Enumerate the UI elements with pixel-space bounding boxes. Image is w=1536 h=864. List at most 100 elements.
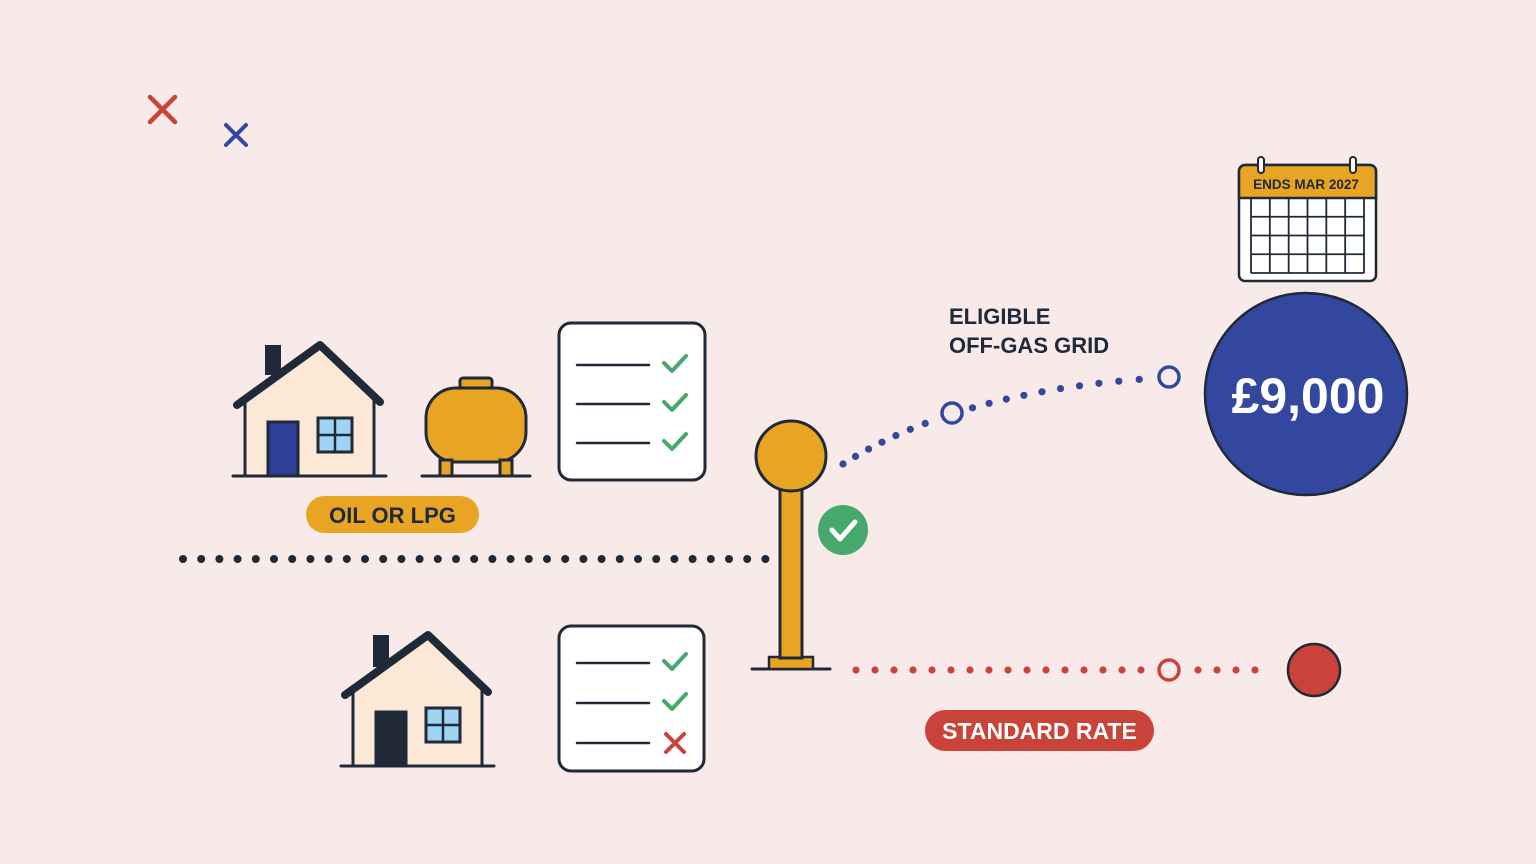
gate-post-icon bbox=[750, 419, 832, 671]
standard-rate-pill: STANDARD RATE bbox=[925, 710, 1154, 751]
fuel-type-label: OIL OR LPG bbox=[329, 503, 456, 528]
divider-dot bbox=[233, 555, 242, 563]
eligible-path-dot bbox=[906, 425, 914, 433]
divider-dot bbox=[415, 555, 424, 563]
divider-dot bbox=[561, 555, 570, 563]
fuel-tank-icon bbox=[420, 376, 532, 478]
standard-path-dot bbox=[890, 666, 898, 674]
divider-dot bbox=[179, 555, 187, 563]
eligible-path-dot bbox=[968, 404, 977, 412]
grant-amount-value: £9,000 bbox=[1232, 368, 1385, 424]
eligible-path-dot bbox=[892, 432, 900, 440]
standard-path-dot bbox=[985, 666, 993, 674]
check-icon bbox=[662, 652, 688, 671]
standard-rate-label: STANDARD RATE bbox=[942, 718, 1137, 744]
eligible-path-dot bbox=[1075, 382, 1084, 390]
divider-dot bbox=[324, 555, 333, 563]
divider-dot bbox=[470, 555, 479, 563]
standard-path-dot bbox=[1042, 666, 1050, 674]
eligible-path-dot bbox=[985, 399, 993, 407]
standard-path-dot bbox=[1213, 666, 1221, 674]
eligible-label-line1: ELIGIBLE bbox=[949, 304, 1050, 329]
house-icon bbox=[231, 341, 388, 478]
calendar-icon: ENDS MAR 2027 bbox=[1237, 156, 1378, 283]
standard-path-dot bbox=[1137, 666, 1145, 674]
eligible-path-dot bbox=[1002, 395, 1010, 403]
divider-dot bbox=[652, 555, 661, 563]
divider-dot bbox=[670, 555, 679, 563]
standard-path-dot bbox=[1023, 666, 1031, 674]
standard-path-dot bbox=[1232, 666, 1240, 674]
standard-rate-endpoint bbox=[1286, 642, 1342, 698]
eligible-path bbox=[839, 375, 1143, 468]
standard-path-dot bbox=[852, 666, 860, 674]
eligible-path-dot bbox=[865, 445, 873, 453]
divider-dot bbox=[761, 555, 770, 563]
checklist-row bbox=[575, 692, 688, 711]
house-icon bbox=[339, 631, 496, 768]
divider-dot bbox=[506, 555, 515, 563]
eligible-path-dot bbox=[1056, 385, 1065, 393]
eligible-path-dot bbox=[1020, 391, 1028, 399]
standard-path-dot bbox=[1194, 666, 1202, 674]
eligible-path-dot bbox=[1095, 379, 1103, 387]
decor-cross-red-icon bbox=[147, 94, 178, 125]
divider-dot bbox=[197, 555, 206, 563]
divider-dot bbox=[342, 555, 351, 563]
eligible-path-dot bbox=[921, 419, 929, 427]
standard-path-dot bbox=[871, 666, 879, 674]
divider-dot bbox=[706, 555, 715, 563]
checklist-card-top bbox=[557, 321, 707, 482]
grant-amount-badge: £9,000 bbox=[1203, 291, 1409, 497]
divider-dot bbox=[379, 555, 388, 563]
divider-dot bbox=[306, 555, 315, 563]
check-icon bbox=[662, 354, 688, 373]
standard-path-dot bbox=[909, 666, 917, 674]
standard-path-dot bbox=[966, 666, 974, 674]
eligible-label-line2: OFF-GAS GRID bbox=[949, 333, 1109, 358]
checklist-row bbox=[575, 652, 688, 671]
divider-dot bbox=[361, 555, 369, 563]
divider-dot bbox=[488, 555, 497, 563]
checklist-row bbox=[575, 354, 688, 373]
check-icon bbox=[662, 432, 688, 451]
eligible-path-dot bbox=[1115, 377, 1123, 385]
eligible-path-end-marker bbox=[1157, 365, 1181, 389]
eligible-path-dot bbox=[839, 460, 847, 468]
eligible-path-marker bbox=[940, 401, 964, 425]
divider-dot bbox=[433, 555, 442, 563]
fuel-type-pill: OIL OR LPG bbox=[306, 496, 479, 533]
divider-dot bbox=[251, 555, 260, 563]
checklist-row bbox=[575, 732, 686, 754]
divider-dot bbox=[615, 555, 624, 563]
standard-path-dot bbox=[1080, 666, 1088, 674]
check-icon bbox=[662, 393, 688, 412]
decor-cross-blue-icon bbox=[224, 123, 248, 147]
divider-dotted-line bbox=[179, 555, 770, 563]
divider-dot bbox=[725, 555, 733, 563]
divider-dot bbox=[579, 555, 588, 563]
divider-dot bbox=[688, 555, 697, 563]
divider-dot bbox=[634, 555, 642, 563]
standard-path bbox=[852, 666, 1259, 674]
divider-dot bbox=[452, 555, 460, 563]
check-icon bbox=[662, 692, 688, 711]
standard-path-dot bbox=[1118, 666, 1126, 674]
eligible-path-dot bbox=[878, 438, 886, 446]
calendar-header-text: ENDS MAR 2027 bbox=[1253, 177, 1359, 192]
standard-path-dot bbox=[928, 666, 936, 674]
divider-dot bbox=[543, 555, 551, 563]
eligible-path-dot bbox=[1135, 375, 1143, 383]
eligible-path-dot bbox=[851, 452, 860, 460]
divider-dot bbox=[597, 555, 606, 563]
divider-dot bbox=[397, 555, 406, 563]
divider-dot bbox=[743, 555, 752, 563]
standard-path-dot bbox=[1061, 666, 1069, 674]
divider-dot bbox=[524, 555, 533, 563]
check-icon bbox=[818, 505, 868, 555]
checklist-row bbox=[575, 432, 688, 451]
standard-path-dot bbox=[1099, 666, 1107, 674]
checklist-row bbox=[575, 393, 688, 412]
divider-dot bbox=[288, 555, 297, 563]
